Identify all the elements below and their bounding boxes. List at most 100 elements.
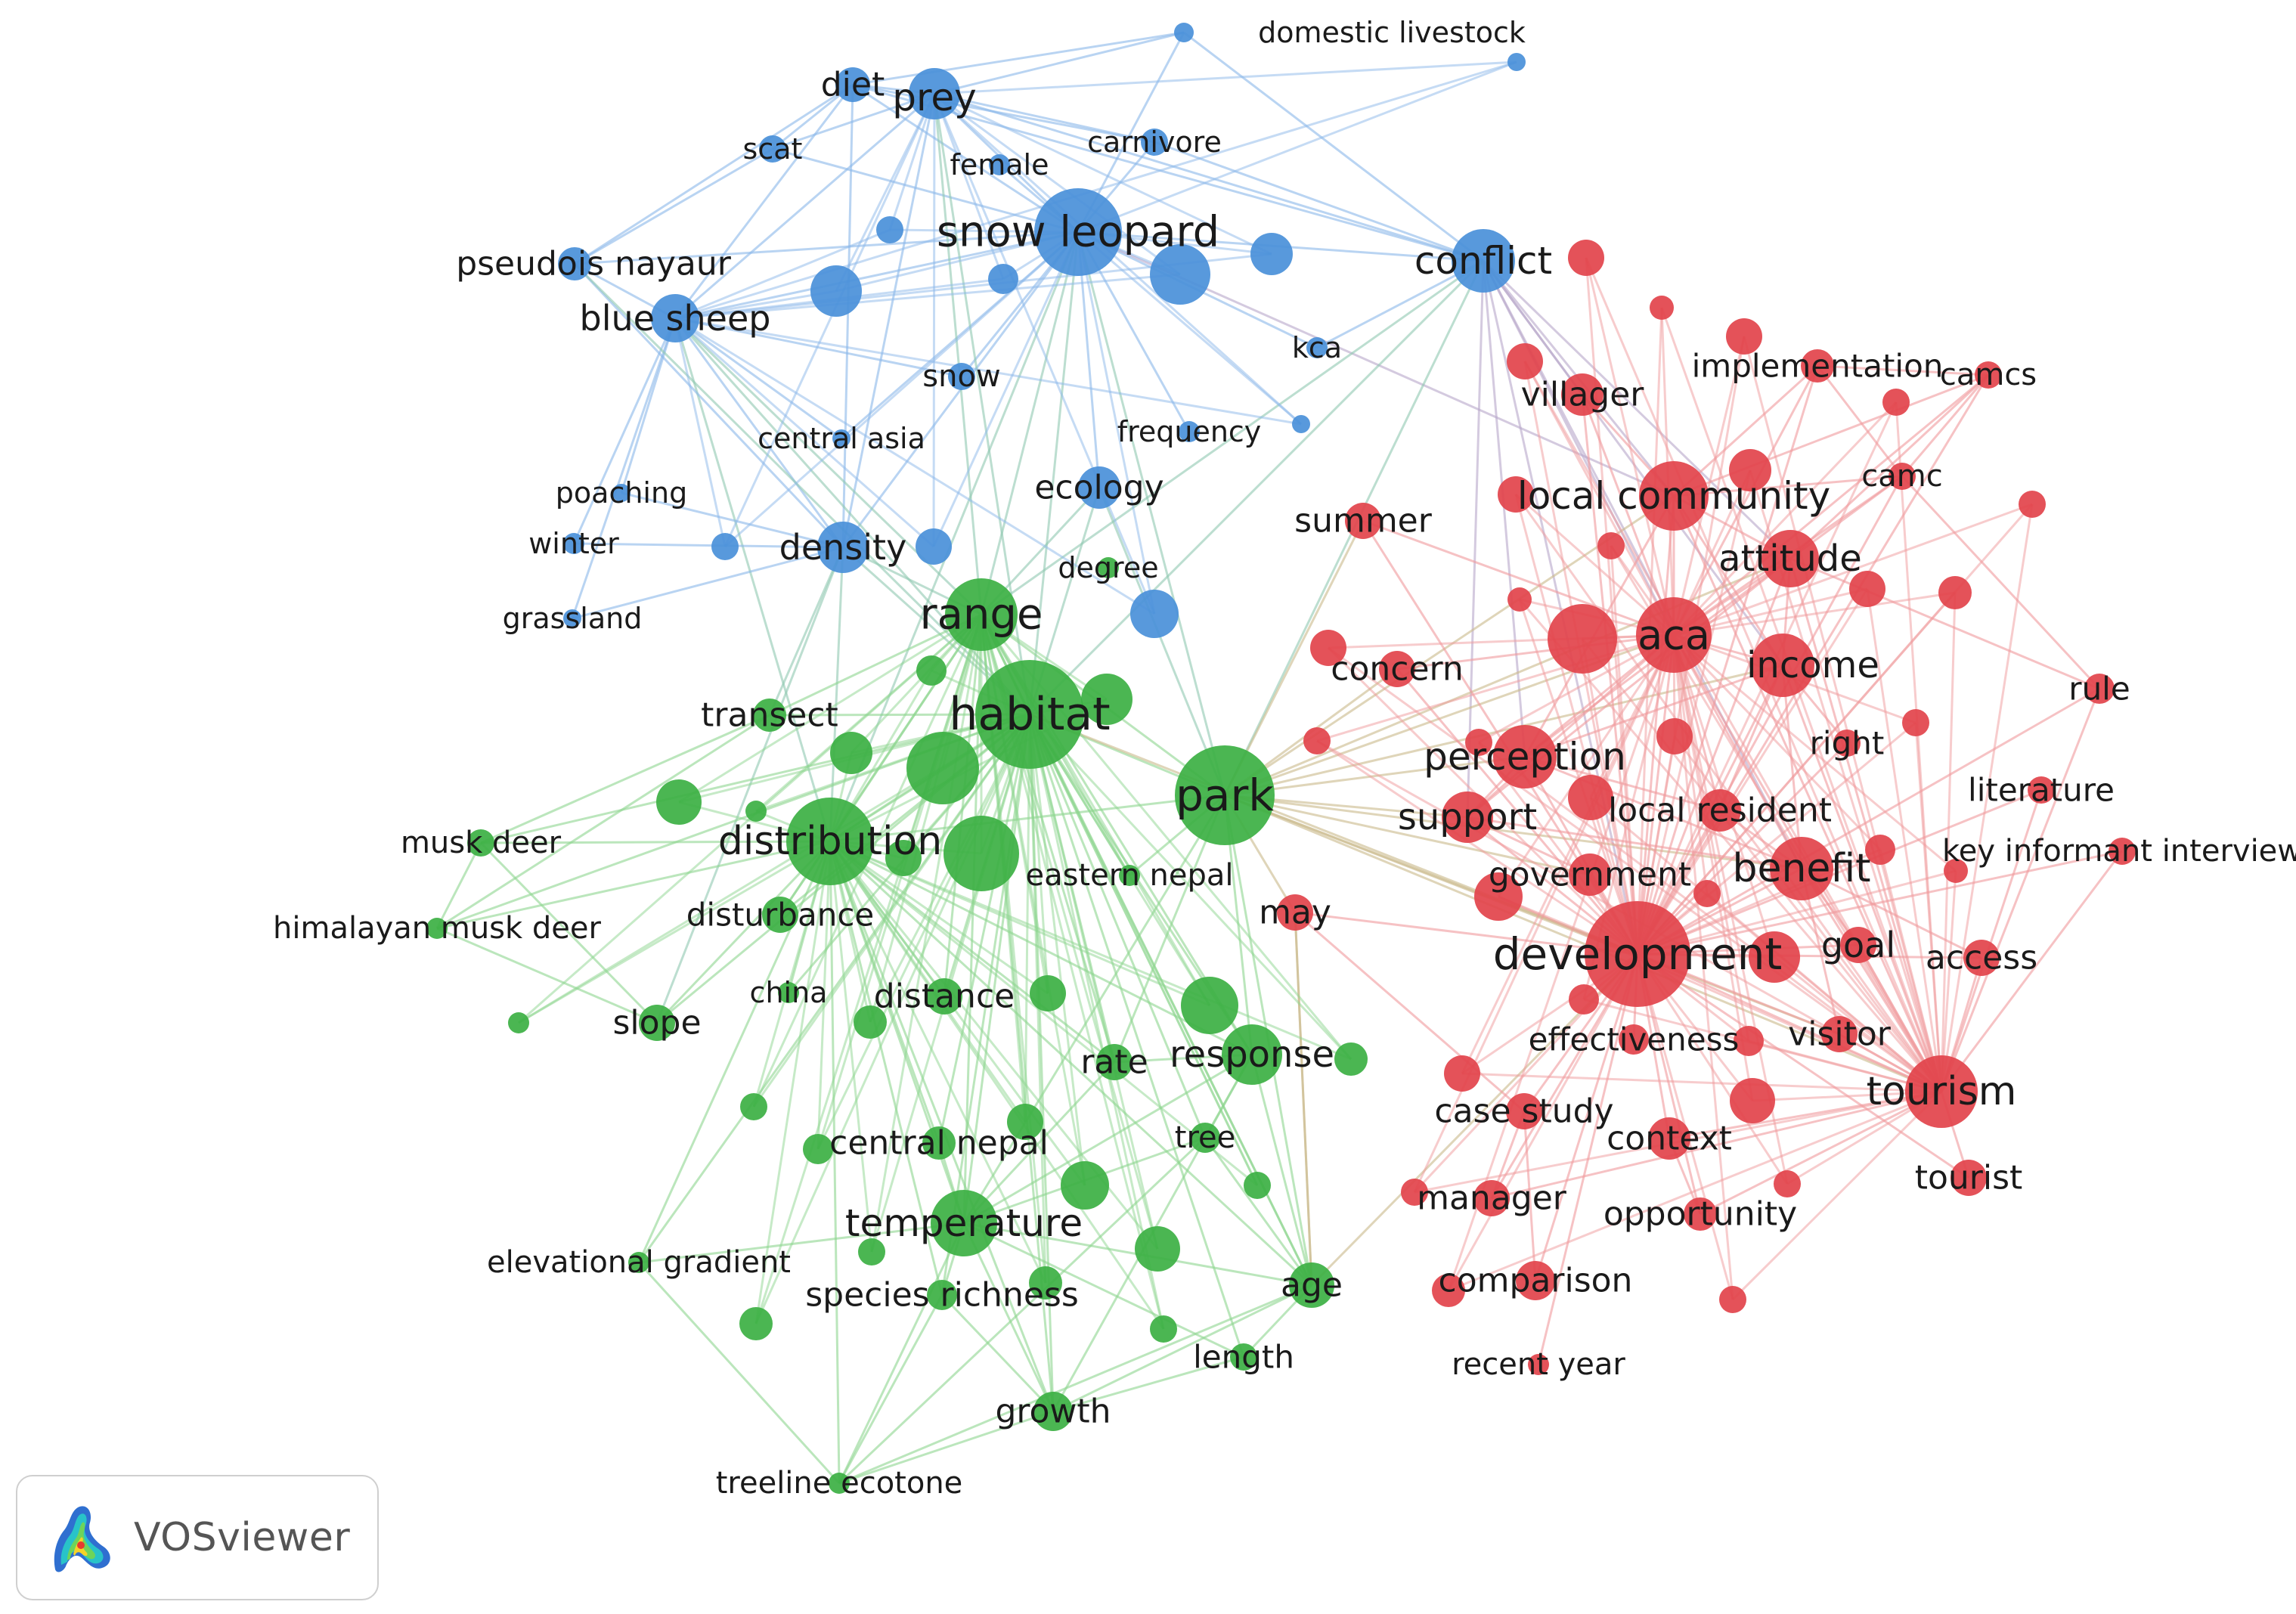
node-rule[interactable] bbox=[2084, 674, 2115, 704]
node-concern[interactable] bbox=[1379, 651, 1415, 687]
node-transect[interactable] bbox=[753, 699, 786, 732]
node-rate[interactable] bbox=[1096, 1044, 1133, 1080]
node-musk-deer[interactable] bbox=[467, 829, 494, 857]
node-unlabeled-green-12[interactable] bbox=[830, 732, 872, 774]
node-central-nepal[interactable] bbox=[922, 1126, 956, 1160]
node-species-richness[interactable] bbox=[927, 1280, 957, 1310]
node-age[interactable] bbox=[1289, 1262, 1334, 1308]
node-disturbance[interactable] bbox=[762, 897, 798, 933]
node-comparison[interactable] bbox=[1516, 1261, 1555, 1300]
node-context[interactable] bbox=[1648, 1117, 1690, 1160]
node-unlabeled-red-56[interactable] bbox=[1749, 931, 1800, 983]
node-unlabeled-red-51[interactable] bbox=[1568, 775, 1613, 820]
node-unlabeled-blue-5[interactable] bbox=[1250, 233, 1293, 275]
node-unlabeled-blue-7[interactable] bbox=[711, 533, 739, 560]
node-income[interactable] bbox=[1751, 634, 1814, 697]
node-unlabeled-red-64[interactable] bbox=[1719, 1286, 1746, 1313]
node-unlabeled-green-29[interactable] bbox=[1029, 1266, 1062, 1300]
node-blue-sheep[interactable] bbox=[651, 294, 699, 342]
node-benefit[interactable] bbox=[1770, 837, 1833, 900]
node-unlabeled-green-11[interactable] bbox=[906, 732, 979, 804]
node-unlabeled-red-37[interactable] bbox=[1882, 389, 1910, 416]
node-local-community[interactable] bbox=[1639, 461, 1709, 531]
node-ecology[interactable] bbox=[1078, 466, 1120, 509]
node-opportunity[interactable] bbox=[1684, 1197, 1717, 1231]
node-unlabeled-green-28[interactable] bbox=[1244, 1172, 1271, 1199]
node-unlabeled-red-44[interactable] bbox=[1507, 587, 1532, 612]
node-unlabeled-red-57[interactable] bbox=[1569, 984, 1599, 1015]
node-right[interactable] bbox=[1833, 730, 1861, 757]
node-unlabeled-red-35[interactable] bbox=[1726, 318, 1762, 355]
node-summer[interactable] bbox=[1345, 503, 1381, 539]
node-unlabeled-red-45[interactable] bbox=[1548, 604, 1617, 674]
node-unlabeled-blue-3[interactable] bbox=[810, 265, 862, 317]
node-unlabeled-red-34[interactable] bbox=[1650, 296, 1674, 320]
node-kca[interactable] bbox=[1306, 337, 1328, 358]
node-unlabeled-green-16[interactable] bbox=[943, 816, 1019, 891]
node-treeline-ecotone[interactable] bbox=[829, 1473, 850, 1494]
node-unlabeled-blue-0[interactable] bbox=[1507, 53, 1526, 71]
node-unlabeled-red-60[interactable] bbox=[1730, 1078, 1775, 1123]
node-literature[interactable] bbox=[2028, 776, 2055, 804]
node-unlabeled-red-61[interactable] bbox=[1401, 1179, 1428, 1206]
node-unlabeled-green-14[interactable] bbox=[656, 779, 702, 825]
node-unlabeled-blue-8[interactable] bbox=[916, 528, 952, 565]
node-unlabeled-red-50[interactable] bbox=[1303, 727, 1331, 754]
node-implementation[interactable] bbox=[1801, 349, 1834, 383]
node-key-informant-interview[interactable] bbox=[2109, 838, 2136, 865]
node-manager[interactable] bbox=[1473, 1180, 1510, 1216]
node-unlabeled-red-46[interactable] bbox=[1310, 630, 1346, 666]
node-poaching[interactable] bbox=[612, 484, 631, 502]
node-winter[interactable] bbox=[563, 533, 584, 554]
node-unlabeled-red-38[interactable] bbox=[1729, 449, 1771, 491]
node-response[interactable] bbox=[1222, 1024, 1282, 1085]
node-tourist[interactable] bbox=[1951, 1160, 1987, 1196]
node-unlabeled-green-27[interactable] bbox=[1135, 1226, 1180, 1272]
node-unlabeled-red-59[interactable] bbox=[1444, 1055, 1480, 1092]
node-tree[interactable] bbox=[1190, 1123, 1220, 1153]
node-unlabeled-blue-9[interactable] bbox=[1130, 590, 1179, 638]
node-conflict[interactable] bbox=[1452, 229, 1515, 293]
node-unlabeled-red-54[interactable] bbox=[1474, 872, 1523, 921]
node-unlabeled-green-21[interactable] bbox=[1334, 1042, 1368, 1076]
node-eastern-nepal[interactable] bbox=[1119, 865, 1140, 886]
node-tourism[interactable] bbox=[1905, 1055, 1978, 1128]
node-central-asia[interactable] bbox=[832, 429, 851, 448]
node-unlabeled-red-48[interactable] bbox=[1465, 729, 1492, 756]
node-camcs[interactable] bbox=[1975, 361, 2002, 389]
node-snow[interactable] bbox=[948, 363, 975, 390]
node-degree[interactable] bbox=[1098, 557, 1119, 578]
node-distribution[interactable] bbox=[786, 798, 874, 885]
node-unlabeled-red-62[interactable] bbox=[1774, 1170, 1801, 1197]
node-unlabeled-green-13[interactable] bbox=[916, 655, 947, 686]
node-park[interactable] bbox=[1175, 745, 1275, 845]
node-unlabeled-green-26[interactable] bbox=[858, 1238, 885, 1265]
node-aca[interactable] bbox=[1636, 597, 1712, 673]
node-unlabeled-green-10[interactable] bbox=[1081, 674, 1133, 725]
node-habitat[interactable] bbox=[975, 660, 1084, 769]
node-camc[interactable] bbox=[1889, 463, 1916, 490]
node-unlabeled-green-31[interactable] bbox=[1150, 1315, 1177, 1343]
node-villager[interactable] bbox=[1561, 373, 1603, 416]
node-unlabeled-green-22[interactable] bbox=[1007, 1104, 1043, 1140]
node-scat[interactable] bbox=[759, 135, 786, 163]
node-snow-leopard[interactable] bbox=[1034, 188, 1122, 276]
node-effectiveness[interactable] bbox=[1619, 1024, 1649, 1055]
node-unlabeled-blue-6[interactable] bbox=[1292, 415, 1310, 433]
node-unlabeled-red-33[interactable] bbox=[1568, 240, 1604, 276]
node-unlabeled-green-23[interactable] bbox=[1061, 1161, 1109, 1210]
node-goal[interactable] bbox=[1840, 927, 1876, 963]
node-domestic-livestock[interactable] bbox=[1174, 23, 1194, 42]
node-visitor[interactable] bbox=[1821, 1016, 1858, 1052]
node-density[interactable] bbox=[817, 522, 869, 573]
node-unlabeled-green-18[interactable] bbox=[1030, 975, 1066, 1011]
node-carnivore[interactable] bbox=[1141, 129, 1168, 156]
node-unlabeled-red-63[interactable] bbox=[1432, 1274, 1465, 1307]
node-unlabeled-green-25[interactable] bbox=[740, 1093, 767, 1120]
node-female[interactable] bbox=[989, 154, 1010, 175]
node-elevational-gradient[interactable] bbox=[628, 1252, 649, 1273]
node-unlabeled-red-58[interactable] bbox=[1734, 1026, 1764, 1056]
node-frequency[interactable] bbox=[1179, 421, 1200, 442]
node-unlabeled-blue-2[interactable] bbox=[988, 264, 1018, 294]
node-unlabeled-red-55[interactable] bbox=[1693, 880, 1721, 907]
